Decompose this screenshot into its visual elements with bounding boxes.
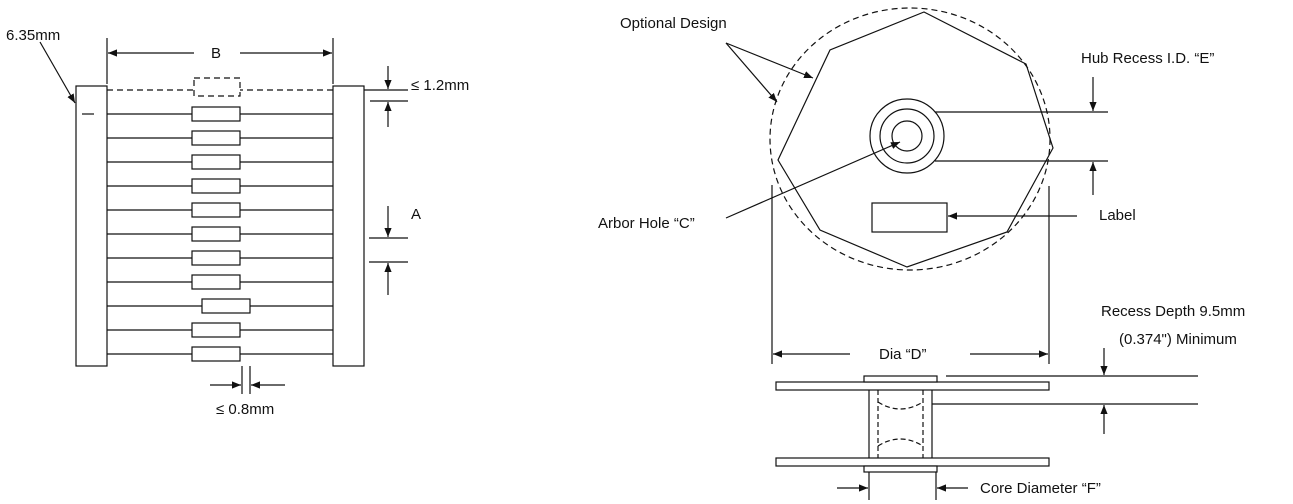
bottom-flange (775, 457, 1050, 467)
recess-depth-label-2: (0.374") Minimum (1119, 331, 1237, 348)
top-hub-boss (863, 375, 938, 383)
hub-circle (879, 108, 935, 164)
component-body (191, 250, 241, 266)
reel-flange-octagon (777, 11, 1054, 268)
component-body (191, 130, 241, 146)
component-body (191, 274, 241, 290)
component-body (191, 322, 241, 338)
reel-labels: Optional Design Hub Recess I.D. “E” Arbo… (598, 15, 1245, 497)
arbor-hole-leader (725, 141, 901, 219)
component-body (191, 202, 241, 218)
hub-recess-label: Hub Recess I.D. “E” (1081, 50, 1214, 67)
core-hidden-curve-bottom (877, 438, 924, 447)
core-hidden-curve-top (877, 401, 924, 410)
optional-design-leader-2 (725, 42, 778, 103)
pitch-max-label: ≤ 1.2mm (411, 77, 469, 94)
top-flange (775, 381, 1050, 391)
arbor-hole-circle (891, 120, 923, 152)
label-label: Label (1099, 207, 1136, 224)
label-rectangle (871, 202, 948, 233)
tape-width-label: 6.35mm (6, 27, 60, 44)
component-body (191, 106, 241, 122)
component-body (191, 226, 241, 242)
dim-b-label: B (211, 45, 221, 62)
arbor-hole-label: Arbor Hole “C” (598, 215, 695, 232)
optional-design-leader-1 (725, 42, 814, 79)
component-bodies (191, 106, 251, 362)
core-diameter-label: Core Diameter “F” (980, 480, 1101, 497)
lead-offset-label: ≤ 0.8mm (216, 401, 274, 418)
bottom-hub-boss (863, 465, 938, 473)
recess-depth-label-1: Recess Depth 9.5mm (1101, 303, 1245, 320)
diameter-label: Dia “D” (879, 346, 927, 363)
optional-design-label: Optional Design (620, 15, 727, 32)
tape-labels: 6.35mm B ≤ 1.2mm A ≤ 0.8mm (6, 27, 469, 418)
tape-drawing (39, 38, 408, 394)
right-tape-strip (332, 85, 365, 367)
left-tape-strip (75, 85, 108, 367)
component-body (191, 154, 241, 170)
dim-a-label: A (411, 206, 421, 223)
core-hidden-lines (877, 390, 924, 458)
component-body (201, 298, 251, 314)
dashed-component (193, 77, 241, 97)
hub-recess-circle (869, 98, 945, 174)
tape-width-leader (39, 41, 76, 104)
component-body (191, 346, 241, 362)
reel-drawing (725, 7, 1198, 500)
component-body (191, 178, 241, 194)
